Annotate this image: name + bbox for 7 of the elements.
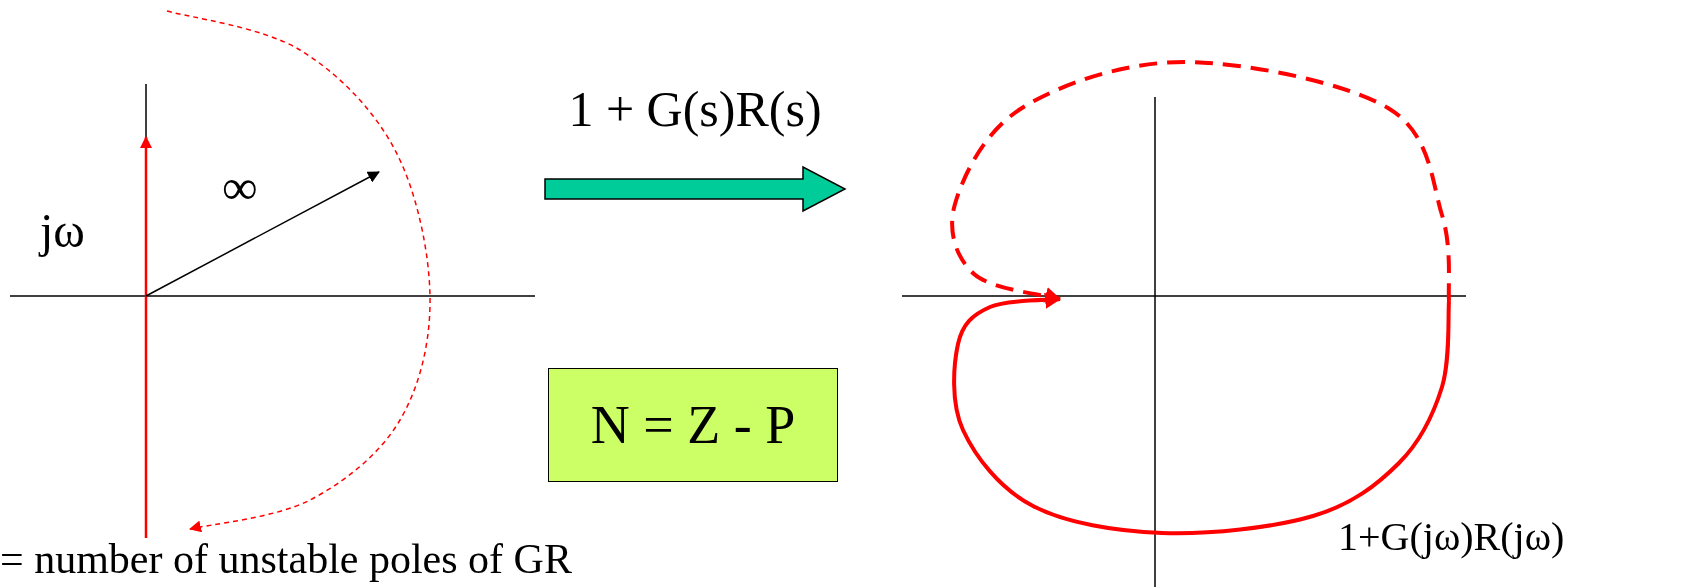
- note-text: = number of unstable poles of GR: [0, 536, 572, 583]
- infinity-label: ∞: [222, 160, 258, 215]
- block-arrow: [544, 165, 847, 213]
- curve-label: 1+G(jω)R(jω): [1338, 515, 1565, 559]
- edge-label: 1 + G(s)R(s): [567, 80, 823, 138]
- axis-label: jω: [40, 205, 85, 258]
- formula-box: N = Z - P: [548, 368, 838, 482]
